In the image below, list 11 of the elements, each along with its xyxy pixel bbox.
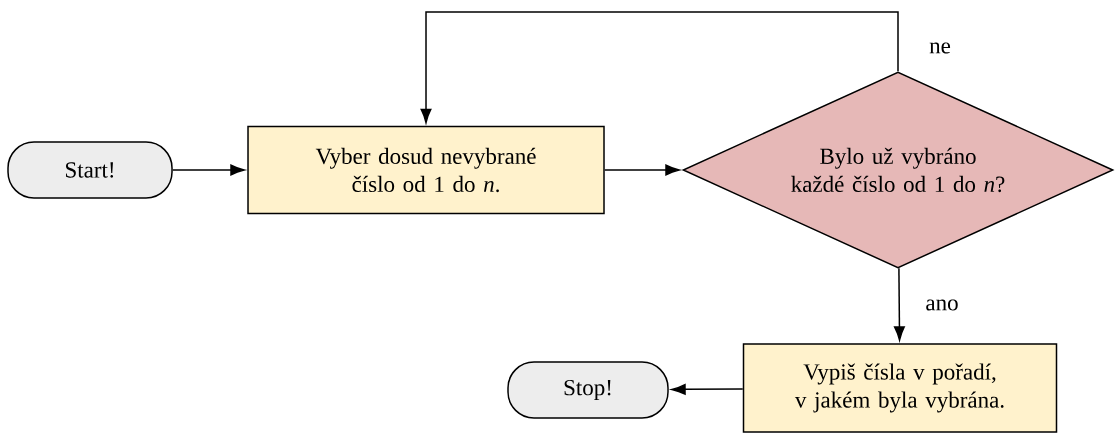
- terminal-box: Start!: [7, 141, 173, 199]
- arrow: [172, 164, 245, 176]
- arrow: [671, 383, 744, 395]
- edge-label: ano: [923, 297, 961, 313]
- arrow: [893, 267, 905, 341]
- terminal-box: Stop!: [507, 361, 669, 419]
- arrow: [604, 164, 680, 176]
- edge-label: ne: [927, 40, 953, 56]
- process-box: Vypiš čísla v pořadí, v jakém byla vybrána.: [742, 343, 1058, 433]
- arrow: [420, 11, 899, 124]
- process-box: Vyber dosud nevybrané číslo od 1 do n.: [247, 125, 605, 215]
